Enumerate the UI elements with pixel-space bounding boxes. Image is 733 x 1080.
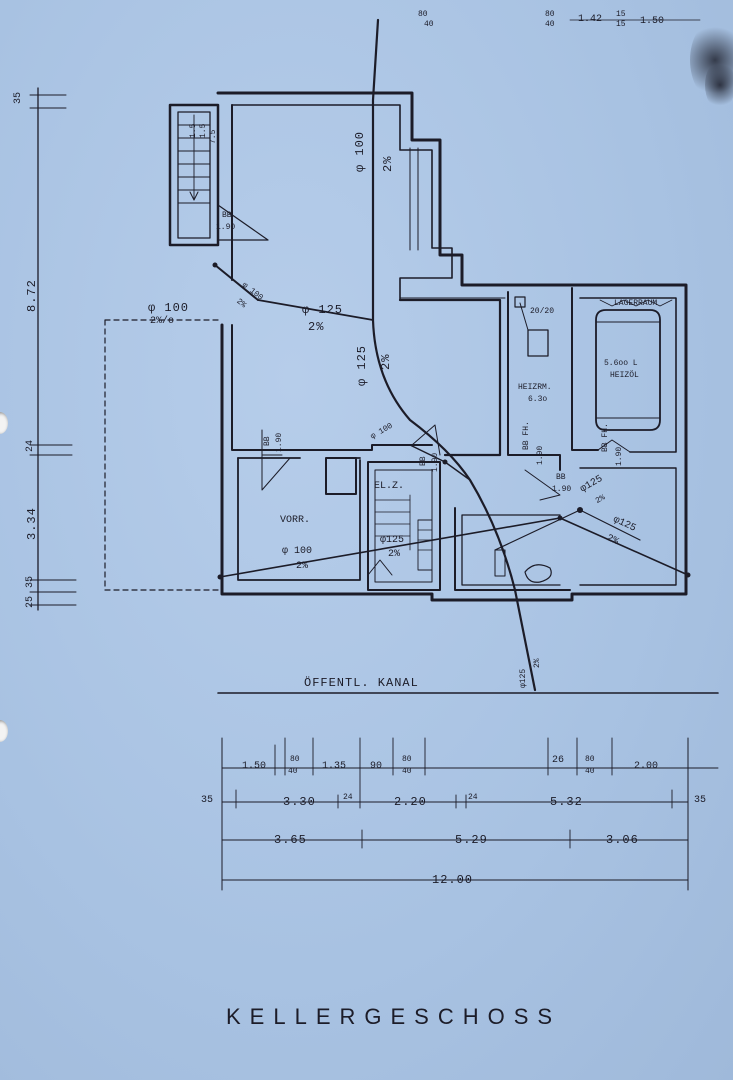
pipe-d125-vertical: φ 125 [355, 344, 369, 386]
top-dim-2: 80 [545, 10, 555, 19]
opening-bb-heiz-h: 1.90 [536, 445, 545, 465]
room-vorr: VORR. [280, 515, 311, 526]
punch-hole-upper [0, 412, 8, 434]
dim-r1-8: 26 [552, 755, 565, 766]
left-dim-25: 25 [25, 595, 36, 608]
pipe-pct-left: 2%/o [150, 316, 175, 327]
room-lagerraum: LAGERRAUM [614, 299, 658, 308]
dim-r1-6: 80 [402, 755, 412, 764]
dim-r3-2: 5.29 [455, 833, 488, 847]
tank-capacity: 5.6oo L [604, 359, 638, 368]
opening-bb-heiz: BB FH. [522, 421, 531, 450]
dim-r1-9: 80 [585, 755, 595, 764]
stair-outline [168, 103, 220, 247]
opening-bb-vorr: BB [263, 436, 272, 446]
top-dim-4: 15 [616, 10, 626, 19]
top-dim-3: 1.42 [578, 14, 603, 25]
dim-r1-10: 40 [585, 767, 595, 776]
pipe-pct-exit: 2% [533, 658, 542, 668]
pipe-pct-bottom: 2% [296, 561, 309, 572]
dim-r2-1: 35 [201, 795, 214, 806]
top-dim-1b: 40 [424, 20, 434, 29]
top-dim-2b: 40 [545, 20, 555, 29]
dim-r3-1: 3.65 [274, 833, 307, 847]
left-dim-35-top: 35 [13, 91, 24, 104]
punch-hole-lower [0, 720, 8, 742]
sewer-pipe-main [371, 18, 537, 692]
room-heizraum-area: 6.3o [528, 395, 548, 404]
left-dim-8-72: 8.72 [25, 279, 39, 312]
stain-right-edge [705, 60, 733, 110]
dim-r1-4: 1.35 [322, 761, 347, 772]
top-dim-1: 80 [418, 10, 428, 19]
dim-r2-3: 24 [343, 793, 353, 802]
opening-bb-mid-h: 1.90 [431, 452, 440, 472]
pipe-pct-top: 2% [381, 155, 395, 172]
left-dim-24: 24 [25, 439, 36, 452]
pipe-d125-exit: φ125 [519, 668, 528, 688]
oil-tank [595, 309, 661, 431]
dim-r1-11: 2.00 [634, 761, 659, 772]
left-dim-35-bottom: 35 [25, 575, 36, 588]
opening-bb-lager: BB FH. [601, 423, 610, 452]
drawing-title: KELLERGESCHOSS [226, 1004, 562, 1029]
pipe-pct-mid: 2% [308, 320, 325, 334]
dim-r1-3: 40 [288, 767, 298, 776]
stair-mark-2: 1.5 [199, 123, 208, 138]
canal-label: ÖFFENTL. KANAL [304, 676, 419, 690]
dim-r2-7: 35 [694, 795, 707, 806]
dim-r2-2: 3.30 [283, 795, 316, 809]
opening-bb-lager-h: 1.90 [615, 446, 624, 466]
pipe-d100-top: φ 100 [353, 130, 367, 172]
main-walls-outer [216, 91, 688, 602]
stair-mark-3: 7.5 [209, 129, 218, 144]
room-elz: EL.Z. [374, 481, 405, 492]
pipe-d125-elz: φ125 [380, 535, 405, 546]
opening-bb-stair-h: 1.90 [216, 223, 236, 232]
size-20-20: 20/20 [530, 307, 555, 316]
dim-r1-7: 40 [402, 767, 412, 776]
opening-bb-lower-h: 1.90 [552, 485, 572, 494]
dim-r2-6: 5.32 [550, 795, 583, 809]
pipe-d125-mid: φ 125 [302, 303, 344, 317]
dim-r1-2: 80 [290, 755, 300, 764]
opening-bb-stair: BB [222, 211, 232, 220]
stair-mark-1: 1.5 [189, 123, 198, 138]
dim-r3-3: 3.06 [606, 833, 639, 847]
pipe-pct-elz: 2% [388, 549, 401, 560]
dim-r2-5: 24 [468, 793, 478, 802]
pipe-d100-left: φ 100 [148, 301, 190, 315]
opening-bb-vorr-h: 1.90 [275, 432, 284, 452]
top-dim-5: 1.50 [640, 16, 665, 27]
dim-r1-1: 1.50 [242, 761, 267, 772]
left-dim-3-34: 3.34 [25, 507, 39, 540]
dim-r4-total: 12.00 [432, 873, 474, 887]
room-heizraum: HEIZRM. [518, 383, 552, 392]
opening-bb-lower: BB [556, 473, 566, 482]
top-dim-4b: 15 [616, 20, 626, 29]
dim-r1-5: 90 [370, 761, 383, 772]
tank-content: HEIZÖL [610, 371, 639, 380]
opening-bb-mid: BB [419, 456, 428, 466]
pipe-pct-vertical: 2% [379, 353, 393, 370]
pipe-d100-bottom: φ 100 [282, 546, 313, 557]
dim-r2-4: 2.20 [394, 795, 427, 809]
